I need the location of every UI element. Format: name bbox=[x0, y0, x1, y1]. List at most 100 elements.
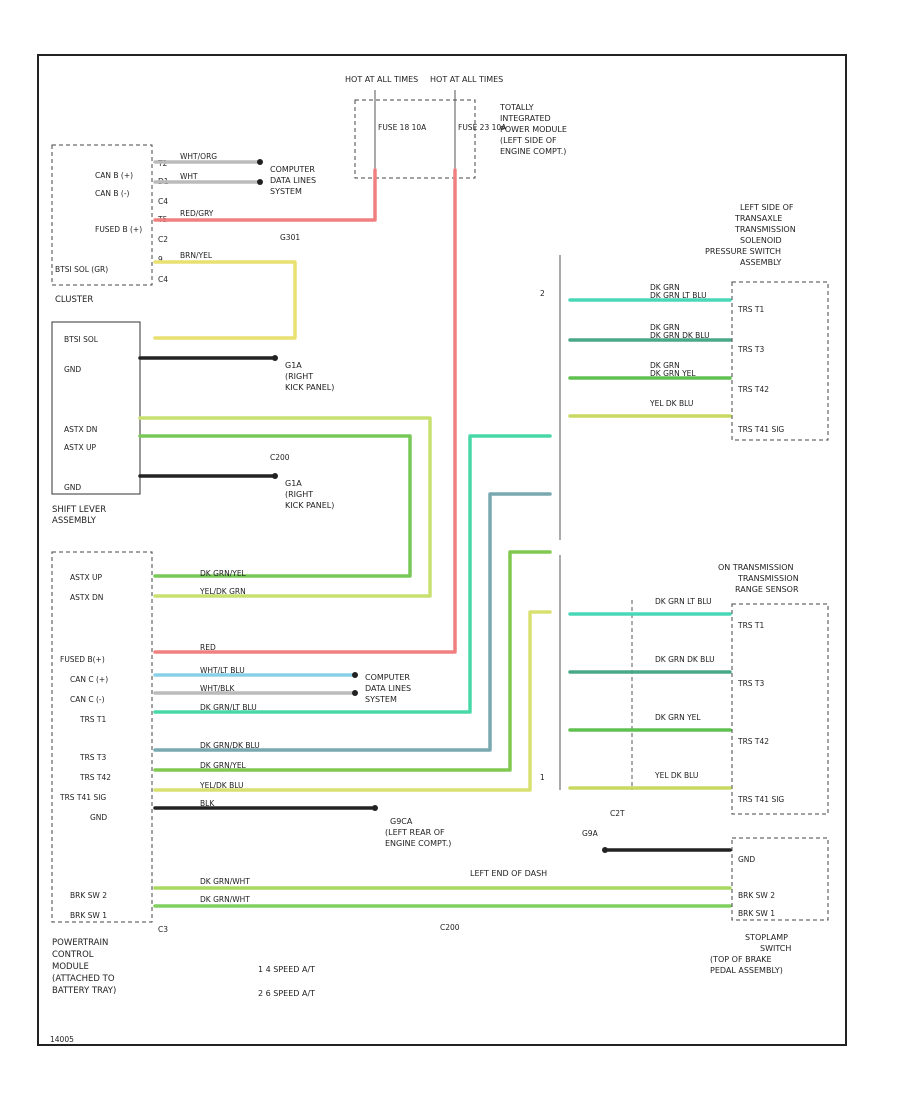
rs-pin-trs-t3: TRS T3 bbox=[737, 679, 765, 688]
svg-text:G301: G301 bbox=[280, 233, 300, 242]
ps-pin-trs-t41: TRS T41 SIG bbox=[737, 425, 784, 434]
wire-brn-yel-btsi bbox=[153, 260, 297, 340]
note-2: 2 6 SPEED A/T bbox=[258, 989, 315, 998]
pcm-pin-trs-t3: TRS T3 bbox=[79, 753, 107, 762]
svg-text:C4: C4 bbox=[158, 275, 168, 284]
pcm-wire-label-1: YEL/DK GRN bbox=[199, 587, 246, 596]
range-sensor-box bbox=[731, 603, 829, 815]
stoplamp-location-label: LEFT END OF DASH bbox=[470, 869, 547, 878]
svg-text:14005: 14005 bbox=[50, 1035, 74, 1044]
pcm-pin-canc-minus: CAN C (-) bbox=[70, 695, 105, 704]
ps-pin-trs-t3: TRS T3 bbox=[737, 345, 765, 354]
rs-pin-trs-t1: TRS T1 bbox=[737, 621, 765, 630]
pcm-wire-label-7: DK GRN/YEL bbox=[200, 761, 247, 770]
stoplamp-pin-brk-sw1: BRK SW 1 bbox=[738, 909, 775, 918]
tipm-box bbox=[354, 99, 476, 179]
wire-label-red-gry: RED/GRY bbox=[180, 209, 214, 218]
svg-text:C2: C2 bbox=[158, 235, 168, 244]
rs-pin-trs-t41: TRS T41 SIG bbox=[737, 795, 784, 804]
cluster-pin-canb-minus: CAN B (-) bbox=[95, 189, 130, 198]
svg-text:C4: C4 bbox=[158, 197, 168, 206]
pcm-pin-trs-t1: TRS T1 bbox=[79, 715, 107, 724]
stoplamp-pin-brk-sw2: BRK SW 2 bbox=[738, 891, 775, 900]
svg-text:G9A: G9A bbox=[582, 829, 599, 838]
cluster-box bbox=[51, 144, 153, 286]
pcm-pin-fused: FUSED B(+) bbox=[60, 655, 105, 664]
pcm-wire-label-4: WHT/BLK bbox=[200, 684, 235, 693]
wire-label-wht-org: WHT/ORG bbox=[180, 152, 217, 161]
ps-wire-label-3: YEL DK BLU bbox=[649, 399, 693, 408]
hot-label-2: HOT AT ALL TIMES bbox=[430, 75, 503, 84]
wire-red-gry-cluster bbox=[153, 168, 377, 222]
shift-pin-gnd-1: GND bbox=[64, 365, 81, 374]
ps-wire-label-1: DK GRN DK BLU bbox=[650, 331, 710, 340]
svg-text:1: 1 bbox=[540, 773, 545, 782]
svg-text:C3: C3 bbox=[158, 925, 168, 934]
rs-pin-trs-t42: TRS T42 bbox=[737, 737, 769, 746]
rs-wire-label-1: DK GRN DK BLU bbox=[655, 655, 715, 664]
shift-pin-astx-up: ASTX UP bbox=[64, 443, 96, 452]
pcm-pin-brk-sw2: BRK SW 2 bbox=[70, 891, 107, 900]
ps-pin-trs-t1: TRS T1 bbox=[737, 305, 765, 314]
svg-text:DK GRN: DK GRN bbox=[650, 283, 680, 292]
svg-text:C200: C200 bbox=[440, 923, 460, 932]
wire-dkgrn-yel-astx-up bbox=[138, 434, 412, 578]
wire-pcm-trs-t3 bbox=[153, 492, 552, 752]
pcm-wire-label-11: DK GRN/WHT bbox=[200, 895, 250, 904]
pcm-pin-astx-up: ASTX UP bbox=[70, 573, 102, 582]
svg-text:C200: C200 bbox=[270, 453, 290, 462]
pcm-pin-brk-sw1: BRK SW 1 bbox=[70, 911, 107, 920]
hot-label-1: HOT AT ALL TIMES bbox=[345, 75, 418, 84]
wire-red-pcm-fused bbox=[153, 168, 457, 654]
pressure-switch-box bbox=[731, 281, 829, 441]
pcm-pin-astx-dn: ASTX DN bbox=[70, 593, 103, 602]
diagram-border bbox=[37, 54, 847, 1046]
svg-text:2: 2 bbox=[540, 289, 545, 298]
shift-pin-gnd-2: GND bbox=[64, 483, 81, 492]
pcm-pin-trs-t41: TRS T41 SIG bbox=[59, 793, 106, 802]
wire-yel-dkgrn-astx-dn bbox=[138, 416, 432, 598]
svg-text:DK GRN: DK GRN bbox=[650, 323, 680, 332]
ps-wire-label-2: DK GRN YEL bbox=[650, 369, 696, 378]
svg-text:DK GRN: DK GRN bbox=[650, 361, 680, 370]
shift-lever-box bbox=[51, 321, 141, 495]
cluster-pin-fused: FUSED B (+) bbox=[95, 225, 142, 234]
pcm-wire-label-3: WHT/LT BLU bbox=[200, 666, 245, 675]
rs-wire-label-3: YEL DK BLU bbox=[654, 771, 698, 780]
pcm-wire-label-6: DK GRN/DK BLU bbox=[200, 741, 260, 750]
wire-label-brn-yel: BRN/YEL bbox=[180, 251, 213, 260]
pcm-pin-gnd: GND bbox=[90, 813, 107, 822]
pcm-wire-label-10: DK GRN/WHT bbox=[200, 877, 250, 886]
pcm-wire-label-0: DK GRN/YEL bbox=[200, 569, 247, 578]
note-1: 1 4 SPEED A/T bbox=[258, 965, 315, 974]
shift-pin-astx-dn: ASTX DN bbox=[64, 425, 97, 434]
pcm-pin-canc-plus: CAN C (+) bbox=[70, 675, 108, 684]
cluster-sub-label: BTSI SOL (GR) bbox=[55, 265, 108, 274]
pcm-wire-label-8: YEL/DK BLU bbox=[199, 781, 244, 790]
shift-pin-btsi: BTSI SOL bbox=[64, 335, 99, 344]
rs-wire-label-0: DK GRN LT BLU bbox=[655, 597, 712, 606]
stoplamp-switch-box bbox=[731, 837, 829, 921]
ps-pin-trs-t42: TRS T42 bbox=[737, 385, 769, 394]
rs-wire-label-2: DK GRN YEL bbox=[655, 713, 701, 722]
wire-pcm-trs-t1 bbox=[153, 434, 552, 714]
wire-label-wht: WHT bbox=[180, 172, 198, 181]
fuse-18-label: FUSE 18 10A bbox=[378, 123, 427, 132]
ps-wire-label-0: DK GRN LT BLU bbox=[650, 291, 707, 300]
stoplamp-pin-gnd: GND bbox=[738, 855, 755, 864]
pcm-wire-label-5: DK GRN/LT BLU bbox=[200, 703, 257, 712]
cluster-name: CLUSTER bbox=[55, 295, 93, 305]
pcm-wire-label-2: RED bbox=[200, 643, 216, 652]
fuse-23-label: FUSE 23 10A bbox=[458, 123, 507, 132]
